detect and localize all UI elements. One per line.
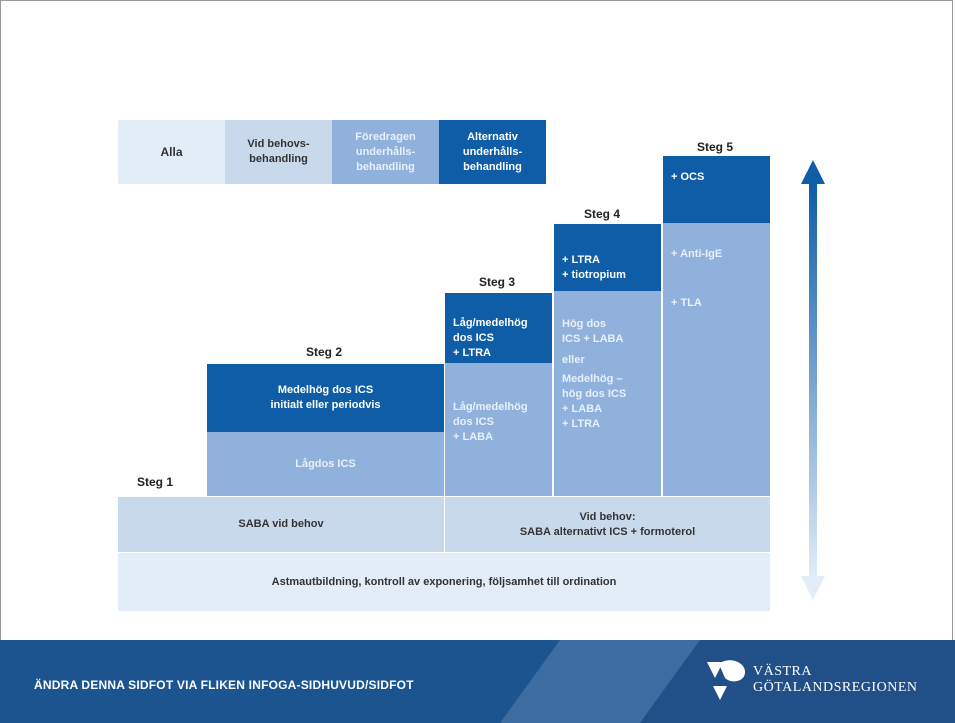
base-row: Astmautbildning, kontroll av exponering,…: [118, 553, 770, 611]
step-2-alternative-box: Medelhög dos ICS initialt eller periodvi…: [207, 364, 444, 432]
step-2-alternative-text: Medelhög dos ICS initialt eller periodvi…: [270, 384, 381, 411]
vgr-logo-text: VÄSTRA GÖTALANDSREGIONEN: [753, 664, 917, 696]
step-3-preferred-text: Låg/medelhög dos ICS + LABA: [453, 401, 528, 443]
step-2-preferred-box: Lågdos ICS: [207, 432, 444, 496]
footer-text: ÄNDRA DENNA SIDFOT VIA FLIKEN INFOGA-SID…: [34, 678, 414, 692]
step-1-label: Steg 1: [137, 475, 174, 489]
legend-preferred-label: Föredragen underhålls- behandling: [355, 130, 416, 173]
step-3-alternative-text: Låg/medelhög dos ICS + LTRA: [453, 317, 528, 359]
legend-as-needed: Vid behovs- behandling: [225, 120, 332, 184]
arrow-up-head: [801, 160, 825, 184]
step-2-label: Steg 2: [306, 345, 343, 359]
arrow-shaft: [809, 182, 817, 580]
vgr-logo-icon: [707, 660, 745, 700]
footer: ÄNDRA DENNA SIDFOT VIA FLIKEN INFOGA-SID…: [0, 640, 955, 723]
as-needed-left: SABA vid behov: [118, 497, 444, 552]
escalation-arrow: [801, 160, 825, 600]
step-4-preferred-text-b: Medelhög – hög dos ICS + LABA + LTRA: [562, 373, 627, 430]
legend-alternative: Alternativ underhålls- behandling: [439, 120, 546, 184]
step-4-preferred-or: eller: [562, 354, 585, 366]
step-5-alternative-box: + OCS: [663, 156, 770, 223]
legend-alternative-label: Alternativ underhålls- behandling: [462, 130, 523, 173]
step-4-preferred-text-a: Hög dos ICS + LABA: [562, 318, 624, 345]
arrow-down-head: [801, 576, 825, 600]
as-needed-left-text: SABA vid behov: [238, 518, 324, 530]
base-row-text: Astmautbildning, kontroll av exponering,…: [271, 575, 617, 588]
legend-preferred: Föredragen underhålls- behandling: [332, 120, 439, 184]
logo-line-1: VÄSTRA: [753, 664, 813, 679]
as-needed-right-text: Vid behov: SABA alternativt ICS + formot…: [519, 510, 696, 538]
slide-frame: [0, 0, 953, 640]
step-2-preferred-text: Lågdos ICS: [295, 457, 356, 470]
step-5-alternative-text: + OCS: [671, 171, 705, 183]
as-needed-right: Vid behov: SABA alternativt ICS + formot…: [445, 497, 770, 552]
legend-as-needed-label: Vid behovs- behandling: [247, 138, 310, 165]
step-4-alternative-text: + LTRA + tiotropium: [562, 254, 626, 281]
step-5-preferred-box: + Anti-IgE + TLA: [663, 223, 770, 496]
legend-all-label: Alla: [160, 145, 183, 159]
step-4-preferred-box: Hög dos ICS + LABA eller Medelhög – hög …: [554, 291, 661, 496]
logo-line-2: GÖTALANDSREGIONEN: [753, 680, 918, 695]
step-5-preferred-text-a: + Anti-IgE: [671, 248, 723, 260]
step-5-label: Steg 5: [697, 140, 734, 154]
step-3-alternative-box: Låg/medelhög dos ICS + LTRA: [445, 293, 552, 363]
step-4-label: Steg 4: [584, 207, 621, 221]
footer-decoration: [500, 640, 955, 723]
legend-all: Alla: [118, 120, 225, 184]
step-3-label: Steg 3: [479, 275, 516, 289]
step-5-preferred-text-b: + TLA: [671, 297, 702, 309]
step-3-preferred-box: Låg/medelhög dos ICS + LABA: [445, 363, 552, 496]
step-4-alternative-box: + LTRA + tiotropium: [554, 224, 661, 291]
